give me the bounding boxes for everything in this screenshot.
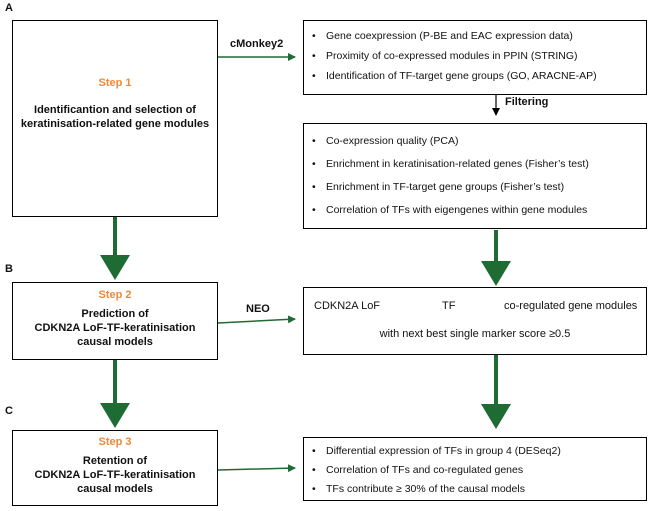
step3-description: Retention of CDKN2A LoF-TF-keratinisatio… [13, 454, 217, 496]
arrow-step3-to-c [217, 464, 296, 473]
score-note: with next best single marker score ≥0.5 [379, 328, 571, 340]
box-a1-item: Gene coexpression (P-BE and EAC expressi… [312, 30, 642, 43]
box-a2-item: Co-expression quality (PCA) [312, 135, 642, 148]
box-a1-list: Gene coexpression (P-BE and EAC expressi… [312, 30, 642, 83]
chain-target: co-regulated gene modules [504, 300, 638, 312]
box-a1: Gene coexpression (P-BE and EAC expressi… [303, 20, 647, 95]
arrow-b-to-c [481, 404, 511, 429]
section-letter-a: A [5, 2, 13, 14]
box-c-item: Correlation of TFs and co-regulated gene… [312, 464, 642, 477]
arrow-step2-to-b [217, 315, 296, 324]
step3-box: Step 3 Retention of CDKN2A LoF-TF-kerati… [12, 430, 218, 506]
step3-label: Step 3 [98, 436, 132, 448]
step2-desc-line3: causal models [77, 336, 153, 348]
step2-description: Prediction of CDKN2A LoF-TF-keratinisati… [13, 307, 217, 349]
box-a2-item: Enrichment in TF-target gene groups (Fis… [312, 181, 642, 194]
step1-box: Step 1 Identificantion and selection of … [12, 20, 218, 217]
chain-tf: TF [442, 300, 456, 312]
section-letter-c: C [5, 405, 13, 417]
box-a2-item: Correlation of TFs with eigengenes withi… [312, 204, 642, 217]
step1-description: Identificantion and selection of keratin… [13, 103, 217, 131]
step2-label: Step 2 [98, 289, 132, 301]
cmonkey-label: cMonkey2 [230, 38, 284, 50]
step2-box: Step 2 Prediction of CDKN2A LoF-TF-kerat… [12, 282, 218, 360]
arrow-step1-to-step2 [100, 255, 130, 280]
box-a2-item: Enrichment in keratinisation-related gen… [312, 158, 642, 171]
step1-desc-line2: keratinisation-related gene modules [20, 118, 210, 130]
step3-desc-line3: causal models [77, 483, 153, 495]
step1-label: Step 1 [98, 77, 132, 89]
box-c: Differential expression of TFs in group … [303, 437, 647, 501]
filtering-label: Filtering [505, 96, 549, 108]
box-a1-item: Identification of TF-target gene groups … [312, 70, 642, 83]
box-a1-item: Proximity of co-expressed modules in PPI… [312, 50, 642, 63]
step1-desc-line1: Identificantion and selection of [34, 104, 196, 116]
box-b: CDKN2A LoF TF co-regulated gene modules … [303, 287, 647, 355]
box-a2-list: Co-expression quality (PCA) Enrichment i… [312, 135, 642, 217]
box-c-list: Differential expression of TFs in group … [312, 445, 642, 496]
section-letter-b: B [5, 263, 13, 275]
box-c-item: Differential expression of TFs in group … [312, 445, 642, 458]
step3-desc-line1: Retention of [82, 455, 148, 467]
box-c-item: TFs contribute ≥ 30% of the causal model… [312, 483, 642, 496]
chain-source: CDKN2A LoF [314, 300, 381, 312]
neo-label: NEO [246, 303, 270, 315]
box-a2: Co-expression quality (PCA) Enrichment i… [303, 123, 647, 229]
arrow-step2-to-step3 [100, 403, 130, 428]
arrow-a2-to-b [481, 261, 511, 286]
step2-desc-line2: CDKN2A LoF-TF-keratinisation [34, 322, 196, 334]
step3-desc-line2: CDKN2A LoF-TF-keratinisation [34, 469, 196, 481]
step2-desc-line1: Prediction of [81, 308, 149, 320]
